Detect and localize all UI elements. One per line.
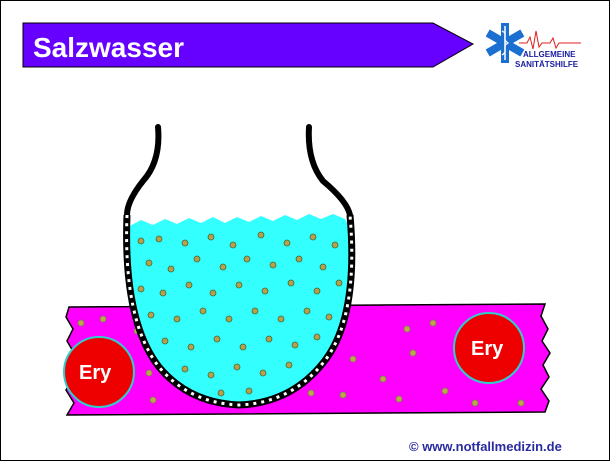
logo-line1: ALLGEMEINE	[523, 50, 576, 59]
slide-title: Salzwasser	[33, 32, 184, 63]
ery-label-right: Ery	[471, 338, 504, 360]
erythrocyte-left: Ery	[64, 337, 134, 407]
flask-neck-left	[127, 127, 158, 215]
ecg-line	[519, 31, 581, 49]
star-of-life-icon	[486, 23, 525, 63]
logo: ALLGEMEINE SANITÄTSHILFE	[486, 23, 581, 69]
logo-line2: SANITÄTSHILFE	[515, 60, 579, 69]
copyright-footer: © www.notfallmedizin.de	[409, 439, 562, 454]
flask-neck-right	[309, 127, 350, 215]
ery-label-left: Ery	[79, 362, 112, 384]
erythrocyte-right: Ery	[454, 313, 524, 383]
